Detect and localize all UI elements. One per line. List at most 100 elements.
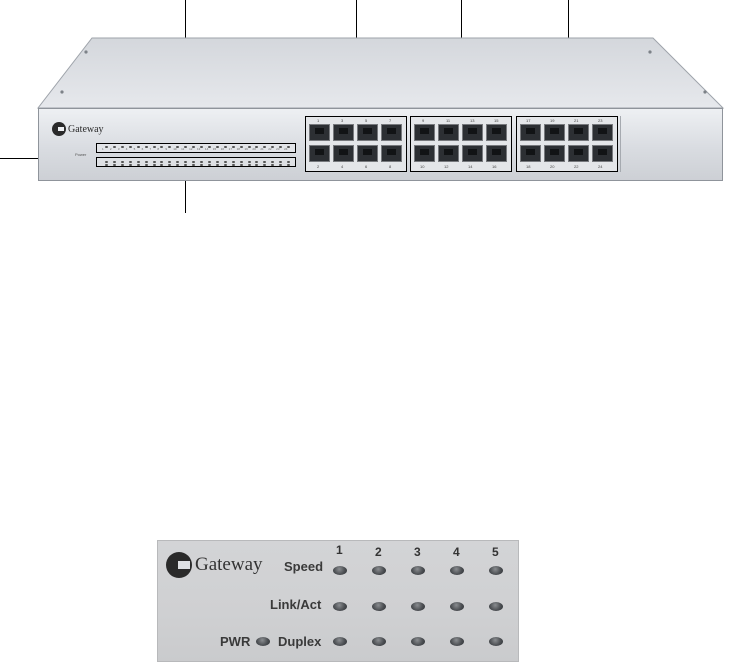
detail-port-number: 5	[492, 545, 499, 559]
led-indicator	[215, 161, 219, 163]
led-indicator	[120, 164, 124, 166]
ethernet-port[interactable]	[309, 145, 330, 162]
led-indicator	[279, 164, 283, 166]
led-indicator	[239, 161, 243, 163]
detail-brand-text: Gateway	[195, 554, 263, 575]
led-column-number: 24	[284, 147, 288, 151]
led-row-bottom-highlight	[96, 157, 296, 167]
port-number: 5	[365, 118, 368, 123]
led-indicator	[223, 161, 227, 163]
ethernet-port[interactable]	[438, 145, 459, 162]
switch-brand-text: Gateway	[68, 123, 104, 135]
ethernet-port[interactable]	[438, 124, 459, 141]
ethernet-port[interactable]	[520, 145, 541, 162]
switch-chassis-top	[36, 37, 725, 109]
port-number: 8	[389, 164, 392, 169]
ethernet-port[interactable]	[333, 145, 354, 162]
switch-power-led: Power	[75, 152, 86, 157]
led-indicator	[263, 146, 267, 148]
led-column-number: 3	[117, 147, 120, 151]
led-indicator	[215, 146, 219, 148]
led-indicator	[255, 164, 259, 166]
led-indicator	[200, 161, 203, 163]
detail-port-number: 4	[453, 545, 460, 559]
led-indicator	[192, 146, 196, 148]
port-number: 7	[389, 118, 392, 123]
led-indicator	[207, 164, 211, 166]
led-column-number: 8	[157, 147, 160, 151]
led-column-number: 20	[252, 147, 256, 151]
led-indicator	[239, 146, 243, 148]
led-indicator	[200, 146, 203, 148]
ethernet-port[interactable]	[309, 124, 330, 141]
port-number: 16	[492, 164, 497, 169]
switch-brand-logo: Gateway	[52, 122, 104, 136]
speed-label: Speed	[284, 559, 324, 574]
led-indicator	[120, 146, 124, 148]
led-indicator	[152, 146, 156, 148]
ethernet-port[interactable]	[357, 124, 378, 141]
led-indicator	[112, 146, 116, 148]
port-group-17-24: 17 19 21 23 18 20 22 24	[516, 116, 618, 172]
ethernet-port[interactable]	[486, 124, 507, 141]
led-indicator	[263, 161, 267, 163]
led-column-number: 21	[260, 147, 264, 151]
ethernet-port[interactable]	[568, 124, 589, 141]
led-column-number: 16	[220, 147, 225, 151]
led-indicator	[120, 161, 124, 163]
port-number: 4	[341, 164, 344, 169]
led-indicator	[192, 164, 196, 166]
port-number: 23	[598, 118, 603, 123]
led-indicator	[152, 164, 156, 166]
led-column-number: 13	[197, 147, 201, 151]
led-indicator	[184, 161, 188, 163]
gateway-logo-icon	[166, 552, 192, 578]
led-indicator	[136, 164, 140, 166]
led-indicator	[247, 161, 251, 163]
led-indicator	[287, 146, 291, 148]
port-number: 21	[574, 118, 579, 123]
ethernet-port[interactable]	[333, 124, 354, 141]
ethernet-port[interactable]	[520, 124, 541, 141]
detail-port-number: 1	[336, 543, 343, 557]
led-indicator	[168, 146, 172, 148]
duplex-led	[489, 637, 503, 646]
ethernet-port[interactable]	[381, 145, 402, 162]
ethernet-port[interactable]	[544, 145, 565, 162]
led-indicator	[271, 164, 275, 166]
link-act-led	[411, 602, 425, 611]
ethernet-port[interactable]	[414, 145, 435, 162]
callout-line-led-bottom	[185, 166, 186, 213]
ethernet-port[interactable]	[592, 145, 613, 162]
led-indicator	[239, 164, 243, 166]
led-indicator	[105, 164, 108, 166]
switch-blank-panel	[620, 116, 713, 172]
port-number: 12	[444, 164, 449, 169]
port-number: 11	[446, 118, 451, 123]
detail-port-number: 3	[414, 545, 421, 559]
ethernet-port[interactable]	[414, 124, 435, 141]
led-column-number: 5	[133, 147, 136, 151]
port-number: 1	[317, 118, 320, 123]
ethernet-port[interactable]	[486, 145, 507, 162]
led-column-number: 22	[268, 147, 272, 151]
ethernet-port[interactable]	[568, 145, 589, 162]
led-indicator	[255, 161, 259, 163]
duplex-led	[333, 637, 347, 646]
ethernet-port[interactable]	[544, 124, 565, 141]
port-number: 14	[468, 164, 473, 169]
port-number: 6	[365, 164, 368, 169]
ethernet-port[interactable]	[357, 145, 378, 162]
ethernet-port[interactable]	[462, 124, 483, 141]
port-number: 9	[422, 118, 425, 123]
ethernet-port[interactable]	[381, 124, 402, 141]
led-indicator	[128, 161, 132, 163]
speed-led	[372, 566, 386, 575]
port-number: 17	[526, 118, 531, 123]
ethernet-port[interactable]	[462, 145, 483, 162]
ethernet-port[interactable]	[592, 124, 613, 141]
led-column-number: 1	[102, 147, 104, 151]
led-indicator	[231, 146, 235, 148]
led-indicator	[231, 164, 235, 166]
link-act-led	[450, 602, 464, 611]
